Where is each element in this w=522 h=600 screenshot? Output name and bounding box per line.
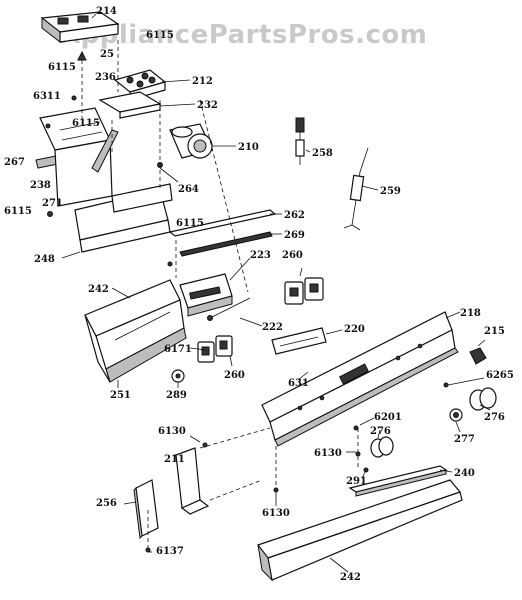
part-215-knob: [469, 347, 487, 365]
part-210-motor: [169, 123, 213, 159]
label-215: 215: [484, 326, 505, 337]
part-220-board: [271, 327, 327, 355]
part-labels: 214 25 6115 212 6115 236 232 6311 6115 2…: [4, 6, 514, 583]
label-291: 291: [346, 476, 367, 487]
label-631: 631: [288, 378, 309, 389]
label-6130-b: 6130: [314, 448, 342, 459]
label-289: 289: [166, 390, 187, 401]
label-222: 222: [262, 322, 283, 333]
label-25: 25: [100, 49, 114, 60]
part-218-control-panel: [261, 311, 459, 447]
label-6115-c: 6115: [72, 118, 100, 129]
label-271: 271: [42, 198, 63, 209]
label-242-b: 242: [340, 572, 361, 583]
watermark-text: AppliancePartsPros.com: [60, 20, 427, 50]
label-6171: 6171: [164, 344, 192, 355]
label-6137: 6137: [156, 546, 184, 557]
label-267: 267: [4, 157, 25, 168]
label-264: 264: [178, 184, 199, 195]
part-260-switch-pair-upper: [284, 277, 324, 305]
label-232: 232: [197, 100, 218, 111]
label-6115-a: 6115: [48, 62, 76, 73]
part-223-timer: [179, 273, 233, 317]
part-259-harness: [343, 147, 369, 231]
label-6115-d: 6115: [4, 206, 32, 217]
label-6201: 6201: [374, 412, 402, 423]
part-289-clip: [171, 369, 185, 383]
label-218: 218: [460, 308, 481, 319]
label-6130-c: 6130: [262, 508, 290, 519]
part-214-switch-block: [40, 11, 120, 44]
leader-lines: [61, 13, 491, 573]
label-242-a: 242: [88, 284, 109, 295]
label-6115-e: 6115: [176, 218, 204, 229]
label-260-a: 260: [282, 250, 303, 261]
part-240-trim-strip: [348, 465, 448, 497]
label-6115-b: 6115: [146, 30, 174, 41]
part-256-side-bracket: [133, 479, 159, 540]
label-248: 248: [34, 254, 55, 265]
label-211: 211: [164, 454, 185, 465]
part-258-sensor: [295, 117, 305, 165]
part-248-backguard-frame: [35, 107, 173, 253]
label-277: 277: [454, 434, 475, 445]
screw-25: [77, 50, 87, 61]
part-276-knob-set: [469, 387, 497, 411]
label-276-b: 276: [370, 426, 391, 437]
label-259: 259: [380, 186, 401, 197]
part-262-rail: [168, 209, 277, 257]
part-276-knob-set-center: [370, 436, 394, 458]
label-236: 236: [95, 72, 116, 83]
part-242-long-strip: [257, 479, 463, 582]
label-269: 269: [284, 230, 305, 241]
part-242-end-cap-housing: [84, 279, 187, 383]
label-6311: 6311: [33, 91, 61, 102]
part-211-bracket: [175, 447, 210, 515]
label-256: 256: [96, 498, 117, 509]
label-258: 258: [312, 148, 333, 159]
label-276-a: 276: [484, 412, 505, 423]
label-210: 210: [238, 142, 259, 153]
label-212: 212: [192, 76, 213, 87]
part-260-switch-pair-lower: [197, 335, 233, 363]
part-277-knob: [449, 408, 463, 422]
label-260-b: 260: [224, 370, 245, 381]
label-220: 220: [344, 324, 365, 335]
label-251: 251: [110, 390, 131, 401]
label-6265: 6265: [486, 370, 514, 381]
alignment-lines: [81, 40, 359, 548]
label-214: 214: [96, 6, 117, 17]
part-222-screw: [207, 297, 251, 321]
label-262: 262: [284, 210, 305, 221]
part-232-bracket: [98, 91, 162, 119]
label-6130-a: 6130: [158, 426, 186, 437]
label-240: 240: [454, 468, 475, 479]
label-223: 223: [250, 250, 271, 261]
label-238: 238: [30, 180, 51, 191]
